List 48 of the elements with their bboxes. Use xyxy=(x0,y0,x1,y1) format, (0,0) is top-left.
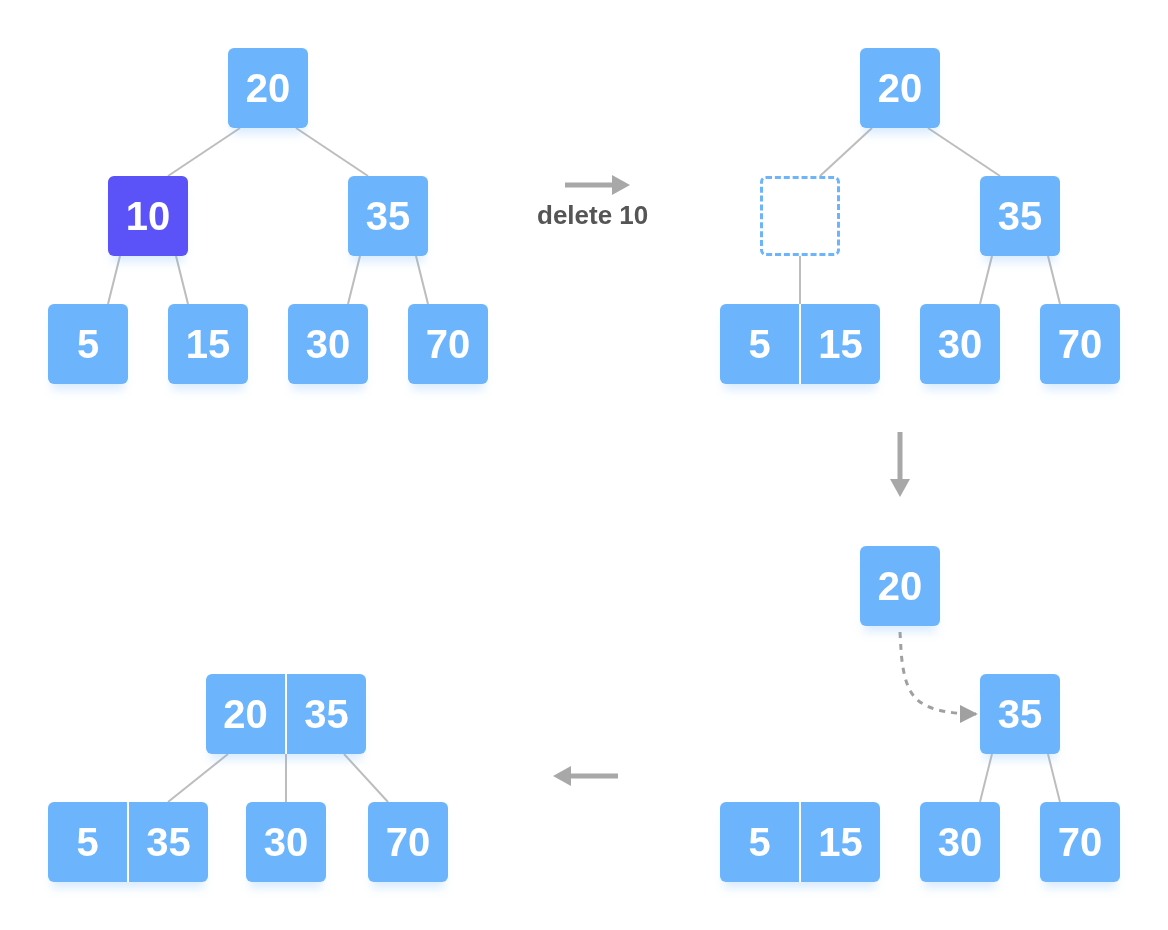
node-key: 35 xyxy=(348,176,428,256)
node-key: 20 xyxy=(860,546,940,626)
tree-edge xyxy=(1047,753,1061,803)
node-key: 35 xyxy=(285,674,366,754)
tree-edge xyxy=(167,753,229,803)
node-key: 5 xyxy=(48,304,128,384)
key-node xyxy=(720,304,880,384)
tree-edge xyxy=(1047,255,1061,305)
node-key: 15 xyxy=(799,802,880,882)
node-key: 5 xyxy=(720,802,799,882)
tree-edge xyxy=(927,127,1001,177)
tree-edge xyxy=(285,753,287,803)
tree-edge xyxy=(175,255,189,305)
tree-edge xyxy=(799,255,801,305)
node-key: 35 xyxy=(127,802,208,882)
tree-edge xyxy=(979,255,993,305)
node-key: 30 xyxy=(920,802,1000,882)
node-key: 15 xyxy=(799,304,880,384)
key-node xyxy=(48,802,208,882)
dashed-arrow xyxy=(898,631,978,723)
tree-edge xyxy=(167,127,241,177)
node-key: 70 xyxy=(368,802,448,882)
node-key: 30 xyxy=(246,802,326,882)
tree-edge xyxy=(819,127,873,177)
node-key: 15 xyxy=(168,304,248,384)
node-key: 5 xyxy=(720,304,799,384)
node-key: 35 xyxy=(980,176,1060,256)
node-key: 30 xyxy=(920,304,1000,384)
node-key: 20 xyxy=(228,48,308,128)
key-node xyxy=(206,674,366,754)
node-key: 35 xyxy=(980,674,1060,754)
tree-edge xyxy=(295,127,369,177)
step-label: delete 10 xyxy=(537,200,649,231)
tree-edge xyxy=(107,255,121,305)
node-key: 30 xyxy=(288,304,368,384)
empty-node xyxy=(760,176,840,256)
tree-edge xyxy=(343,753,389,803)
key-node xyxy=(720,802,880,882)
node-key: 20 xyxy=(206,674,285,754)
node-key: 5 xyxy=(48,802,127,882)
node-key: 70 xyxy=(408,304,488,384)
node-key: 10 xyxy=(108,176,188,256)
tree-edge xyxy=(979,753,993,803)
node-key: 20 xyxy=(860,48,940,128)
tree-edge xyxy=(347,255,361,305)
node-key: 70 xyxy=(1040,802,1120,882)
tree-edge xyxy=(415,255,429,305)
node-key: 70 xyxy=(1040,304,1120,384)
